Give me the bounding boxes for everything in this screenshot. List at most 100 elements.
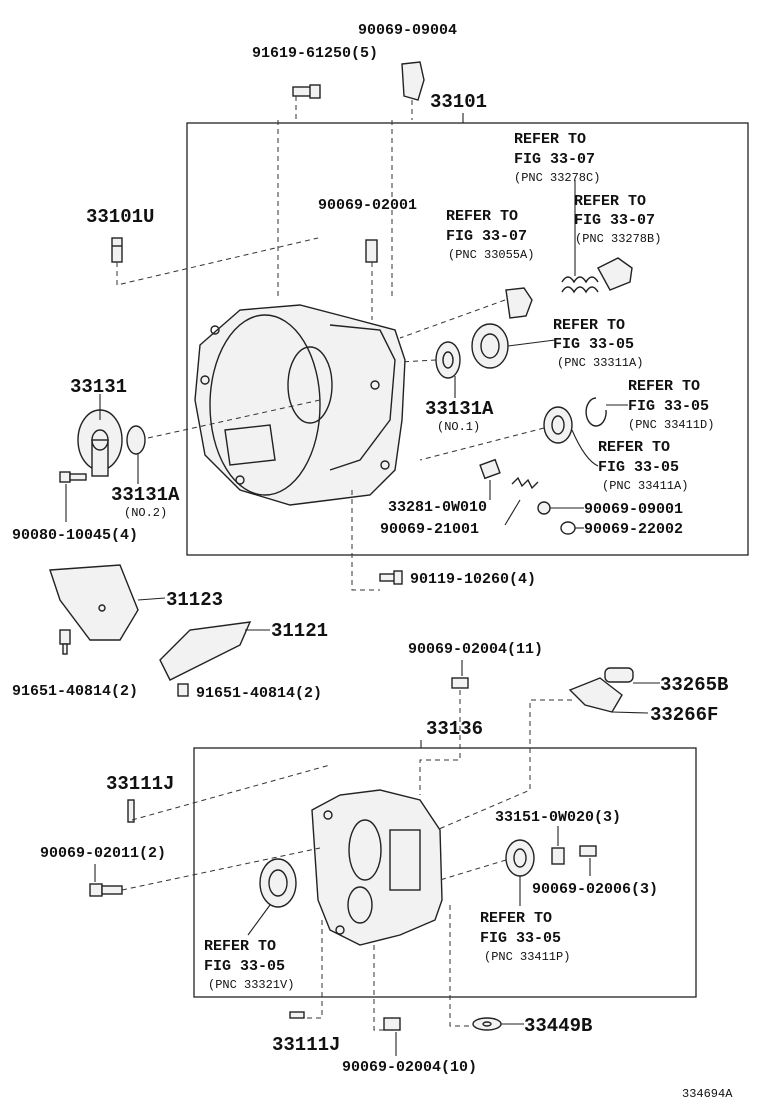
- svg-text:REFER TO: REFER TO: [628, 378, 700, 395]
- part-33281-0W010[interactable]: [479, 458, 501, 480]
- svg-text:(PNC 33278B): (PNC 33278B): [575, 232, 661, 246]
- label-91619-61250: 91619-61250(5): [252, 45, 378, 62]
- label-33265B: 33265B: [660, 674, 728, 696]
- label-33111J-top: 33111J: [106, 773, 174, 795]
- extension-housing-part[interactable]: [311, 789, 443, 946]
- clutch-housing-group-frame: [186, 122, 749, 556]
- pin-33265B-part[interactable]: [604, 667, 634, 683]
- svg-text:FIG 33-07: FIG 33-07: [446, 228, 527, 245]
- ref-33278C: REFER TO FIG 33-07 (PNC 33278C): [514, 131, 600, 185]
- svg-text:FIG 33-05: FIG 33-05: [553, 336, 634, 353]
- bearing-33411P-part[interactable]: [505, 839, 535, 877]
- label-90069-02004-10: 90069-02004(10): [342, 1059, 477, 1076]
- bolt-91651-40814-a-part[interactable]: [59, 629, 71, 655]
- svg-text:FIG 33-05: FIG 33-05: [204, 958, 285, 975]
- washer-33449B-part[interactable]: [472, 1017, 502, 1031]
- svg-text:(PNC 33321V): (PNC 33321V): [208, 978, 294, 992]
- spring-33278C-part[interactable]: [561, 276, 599, 294]
- seal-33321V-part[interactable]: [259, 858, 297, 908]
- label-33101U: 33101U: [86, 206, 154, 228]
- extension-housing-group-frame: [193, 747, 697, 998]
- svg-text:REFER TO: REFER TO: [204, 938, 276, 955]
- label-90069-21001: 90069-21001: [380, 521, 479, 538]
- label-33111J-bottom: 33111J: [272, 1034, 340, 1056]
- label-33131A-no2-note: (NO.2): [124, 506, 167, 520]
- retainer-33131-part[interactable]: [77, 409, 123, 477]
- label-90119-10260: 90119-10260(4): [410, 571, 536, 588]
- ring-90069-22002-part[interactable]: [560, 521, 576, 535]
- label-91651-40814-b: 91651-40814(2): [196, 685, 322, 702]
- seal-33131A-no2-part[interactable]: [126, 425, 146, 455]
- label-33131A-no1-note: (NO.1): [437, 420, 480, 434]
- ref-33411D: REFER TO FIG 33-05 (PNC 33411D): [628, 378, 714, 432]
- bolt-91619-61250-part[interactable]: [292, 84, 321, 99]
- svg-text:FIG 33-05: FIG 33-05: [628, 398, 709, 415]
- spring-90069-21001-part[interactable]: [511, 476, 539, 490]
- ref-33411A: REFER TO FIG 33-05 (PNC 33411A): [598, 439, 688, 493]
- bolt-90080-10045-part[interactable]: [59, 471, 87, 483]
- label-90069-02001: 90069-02001: [318, 197, 417, 214]
- ref-33321V: REFER TO FIG 33-05 (PNC 33321V): [204, 938, 294, 992]
- stud-33101U-part[interactable]: [111, 237, 123, 263]
- lever-33266F-part[interactable]: [568, 677, 623, 713]
- diagram-id: 334694A: [682, 1087, 733, 1101]
- svg-text:REFER TO: REFER TO: [553, 317, 625, 334]
- label-33131A-no1: 33131A: [425, 398, 494, 420]
- label-90069-09004: 90069-09004: [358, 22, 457, 39]
- cover-31121-part[interactable]: [159, 621, 252, 681]
- seal-33131A-no1-part[interactable]: [435, 341, 461, 379]
- label-33136: 33136: [426, 718, 483, 740]
- label-33151-0W020: 33151-0W020(3): [495, 809, 621, 826]
- label-33101: 33101: [430, 91, 487, 113]
- label-33131: 33131: [70, 376, 127, 398]
- bearing-33411A-part[interactable]: [543, 406, 573, 444]
- label-90069-02011: 90069-02011(2): [40, 845, 166, 862]
- ref-33311A: REFER TO FIG 33-05 (PNC 33311A): [553, 317, 643, 370]
- svg-text:FIG 33-05: FIG 33-05: [480, 930, 561, 947]
- label-31121: 31121: [271, 620, 328, 642]
- clip-90069-09004-part[interactable]: [401, 61, 425, 101]
- label-90069-02004-11: 90069-02004(11): [408, 641, 543, 658]
- svg-text:(PNC 33055A): (PNC 33055A): [448, 248, 534, 262]
- svg-text:REFER TO: REFER TO: [598, 439, 670, 456]
- ref-33055A: REFER TO FIG 33-07 (PNC 33055A): [446, 208, 534, 262]
- ref-33411P: REFER TO FIG 33-05 (PNC 33411P): [480, 910, 570, 964]
- ball-90069-09001-part[interactable]: [537, 501, 551, 515]
- label-90069-22002: 90069-22002: [584, 521, 683, 538]
- pin-33111J-top-part[interactable]: [127, 799, 135, 823]
- svg-text:REFER TO: REFER TO: [574, 193, 646, 210]
- pin-33111J-bottom-part[interactable]: [289, 1011, 305, 1019]
- svg-text:FIG 33-05: FIG 33-05: [598, 459, 679, 476]
- label-33281-0W010: 33281-0W010: [388, 499, 487, 516]
- part-33055A[interactable]: [505, 287, 533, 319]
- svg-text:(PNC 33411A): (PNC 33411A): [602, 479, 688, 493]
- clutch-housing-part[interactable]: [194, 304, 406, 506]
- bolt-90069-02004-10-part[interactable]: [383, 1017, 401, 1031]
- stud-90069-02001-part[interactable]: [365, 239, 378, 263]
- bolt-91651-40814-b-part[interactable]: [177, 683, 189, 697]
- svg-text:(PNC 33311A): (PNC 33311A): [557, 356, 643, 370]
- label-33131A-no2: 33131A: [111, 484, 180, 506]
- cover-31123-part[interactable]: [49, 564, 139, 641]
- label-90080-10045: 90080-10045(4): [12, 527, 138, 544]
- svg-text:REFER TO: REFER TO: [446, 208, 518, 225]
- bearing-33311A-part[interactable]: [471, 323, 509, 369]
- ref-33278B: REFER TO FIG 33-07 (PNC 33278B): [574, 193, 661, 246]
- label-33449B: 33449B: [524, 1015, 592, 1037]
- label-91651-40814-a: 91651-40814(2): [12, 683, 138, 700]
- bracket-33151-0W020-part[interactable]: [551, 847, 565, 865]
- label-31123: 31123: [166, 589, 223, 611]
- bolt-90069-02006-part[interactable]: [579, 845, 597, 857]
- part-33278B[interactable]: [597, 257, 633, 291]
- bolt-90069-02004-11-part[interactable]: [451, 677, 469, 689]
- svg-text:REFER TO: REFER TO: [480, 910, 552, 927]
- label-90069-02006: 90069-02006(3): [532, 881, 658, 898]
- label-90069-09001: 90069-09001: [584, 501, 683, 518]
- bolt-90119-10260-part[interactable]: [379, 570, 403, 585]
- snap-ring-33411D-part[interactable]: [585, 397, 607, 427]
- bolt-90069-02011-part[interactable]: [89, 883, 123, 897]
- label-33266F: 33266F: [650, 704, 718, 726]
- svg-text:(PNC 33278C): (PNC 33278C): [514, 171, 600, 185]
- svg-text:FIG 33-07: FIG 33-07: [574, 212, 655, 229]
